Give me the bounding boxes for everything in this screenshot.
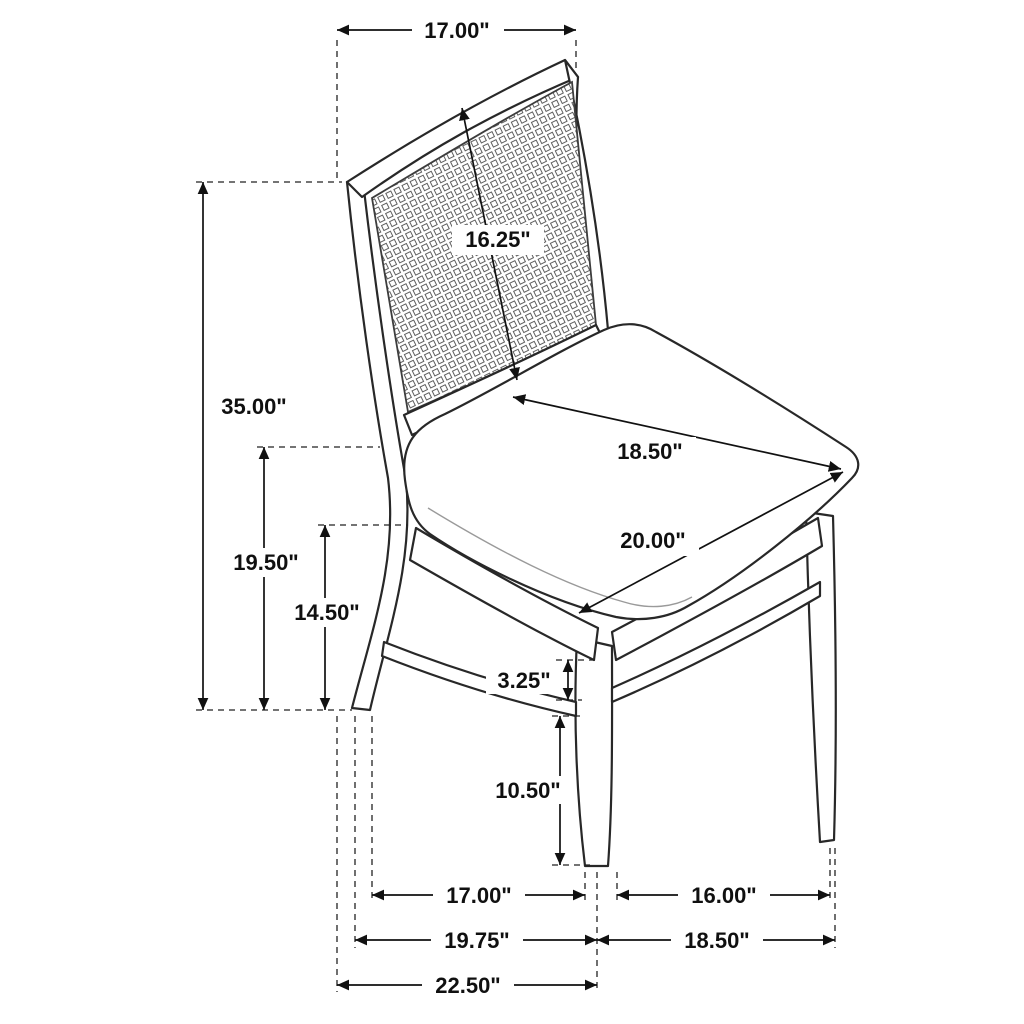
dim-label-seat-height-front: 14.50" bbox=[294, 600, 359, 625]
label-halo bbox=[431, 926, 523, 956]
dim-label-footprint-depth: 19.75" bbox=[444, 928, 509, 953]
dim-leg-span-depth-inner: 17.00" bbox=[372, 881, 585, 911]
chair-right-leg bbox=[804, 510, 837, 844]
label-halo bbox=[678, 881, 770, 911]
dimension-line bbox=[578, 471, 844, 614]
dim-back-panel-diagonal: 16.25" bbox=[452, 107, 544, 381]
dim-seat-depth: 18.50" bbox=[512, 394, 842, 472]
dim-label-overall-depth: 22.50" bbox=[435, 973, 500, 998]
label-halo bbox=[412, 16, 504, 46]
label-halo bbox=[221, 548, 311, 577]
chair-drawing bbox=[345, 58, 860, 868]
dim-footprint-width: 18.50" bbox=[597, 926, 835, 956]
dim-stretcher-floor-clearance: 10.50" bbox=[483, 715, 590, 866]
dim-label-apron-height: 3.25" bbox=[497, 668, 550, 693]
chair-front-leg bbox=[574, 636, 614, 868]
dim-apron-height: 3.25" bbox=[486, 659, 598, 701]
dim-seat-height-rear: 19.50" bbox=[221, 446, 380, 710]
dim-label-seat-depth: 18.50" bbox=[617, 439, 682, 464]
label-halo bbox=[604, 437, 696, 467]
dim-label-seat-height-rear: 19.50" bbox=[233, 550, 298, 575]
label-halo bbox=[452, 225, 544, 255]
label-halo bbox=[422, 971, 514, 1001]
dim-label-leg-span-depth-inner: 17.00" bbox=[446, 883, 511, 908]
label-halo bbox=[486, 666, 562, 694]
dim-seat-width: 20.00" bbox=[578, 471, 844, 614]
dim-back-width: 17.00" bbox=[336, 16, 577, 178]
dim-label-leg-span-width-inner: 16.00" bbox=[691, 883, 756, 908]
dim-footprint-depth: 19.75" bbox=[355, 926, 597, 956]
label-halo bbox=[607, 526, 699, 556]
dim-label-back-panel-diagonal: 16.25" bbox=[465, 227, 530, 252]
dim-label-stretcher-floor-clearance: 10.50" bbox=[495, 778, 560, 803]
label-halo bbox=[208, 392, 300, 422]
label-halo bbox=[433, 881, 525, 911]
dimension-line bbox=[512, 394, 842, 472]
dim-overall-depth: 22.50" bbox=[337, 971, 597, 1001]
label-halo bbox=[671, 926, 763, 956]
dim-leg-span-width-inner: 16.00" bbox=[617, 881, 830, 911]
dim-label-back-width: 17.00" bbox=[424, 18, 489, 43]
label-halo bbox=[483, 776, 573, 804]
label-halo bbox=[282, 598, 372, 627]
chair-left-stile-and-rear-leg bbox=[345, 180, 409, 712]
dim-label-footprint-width: 18.50" bbox=[684, 928, 749, 953]
dim-label-overall-height: 35.00" bbox=[221, 394, 286, 419]
dim-seat-height-front: 14.50" bbox=[282, 524, 408, 710]
dim-overall-height: 35.00" bbox=[196, 181, 352, 711]
bottom-extension-lines bbox=[336, 716, 836, 992]
dim-label-seat-width: 20.00" bbox=[620, 528, 685, 553]
